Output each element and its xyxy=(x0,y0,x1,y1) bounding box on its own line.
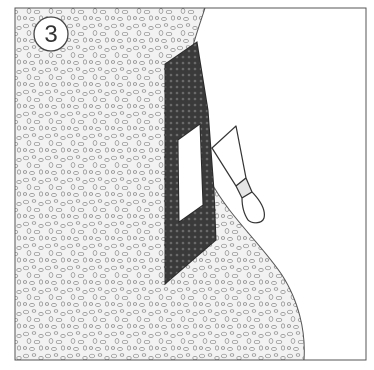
patch-filler-strip xyxy=(177,123,204,223)
step-number-badge: 3 xyxy=(33,16,69,52)
putty-knife-icon xyxy=(211,125,265,224)
step-number-label: 3 xyxy=(44,21,57,48)
